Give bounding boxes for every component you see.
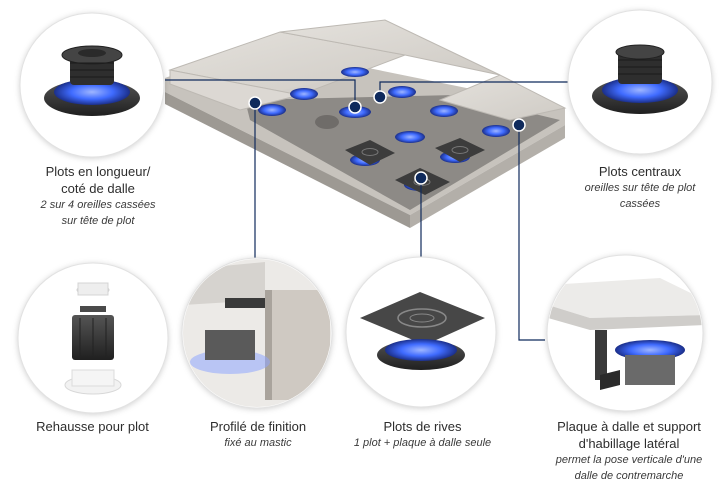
label-plots-longueur-sub1: 2 sur 4 oreilles cassées bbox=[40, 199, 156, 211]
circle-profile bbox=[181, 257, 333, 409]
marker-longueur bbox=[348, 100, 362, 114]
label-rehausse: Rehausse pour plot bbox=[10, 418, 175, 435]
label-plots-centraux: Plots centraux oreilles sur tête de plot… bbox=[565, 163, 715, 212]
label-plaque-sub2: dalle de contremarche bbox=[574, 470, 684, 482]
marker-centraux bbox=[373, 90, 387, 104]
callout-markers bbox=[248, 90, 526, 185]
line-plaque bbox=[518, 125, 545, 341]
line-longueur-top bbox=[165, 79, 356, 107]
label-plots-centraux-title: Plots centraux bbox=[598, 164, 682, 179]
marker-profile bbox=[248, 96, 262, 110]
label-plots-longueur-title1: Plots en longueur/ bbox=[45, 164, 151, 179]
label-profile-sub: fixé au mastic bbox=[224, 437, 292, 449]
label-profile-title: Profilé de finition bbox=[209, 419, 307, 434]
circle-plaque bbox=[546, 254, 704, 412]
label-plaque-sub1: permet la pose verticale d'une bbox=[555, 454, 703, 466]
label-rives-title: Plots de rives bbox=[383, 419, 462, 434]
circle-rives bbox=[345, 256, 497, 408]
label-plaque-title1: Plaque à dalle et support bbox=[557, 419, 701, 434]
label-plots-longueur-title2: coté de dalle bbox=[61, 181, 135, 196]
label-rehausse-title: Rehausse pour plot bbox=[36, 419, 149, 434]
circle-plots-centraux bbox=[567, 9, 713, 155]
label-rives: Plots de rives 1 plot + plaque à dalle s… bbox=[340, 418, 505, 451]
label-rives-sub: 1 plot + plaque à dalle seule bbox=[353, 437, 492, 449]
label-plaque-title2: d'habillage latéral bbox=[578, 436, 680, 451]
circle-rehausse bbox=[17, 262, 169, 414]
label-plots-longueur: Plots en longueur/ coté de dalle 2 sur 4… bbox=[18, 163, 178, 229]
label-profile: Profilé de finition fixé au mastic bbox=[178, 418, 338, 451]
marker-rives bbox=[414, 171, 428, 185]
terrace-illustration bbox=[165, 19, 567, 228]
circle-plots-longueur bbox=[19, 12, 165, 158]
marker-plaque bbox=[512, 118, 526, 132]
label-plots-centraux-sub1: oreilles sur tête de plot bbox=[584, 182, 696, 194]
label-plots-longueur-sub2: sur tête de plot bbox=[61, 215, 135, 227]
label-plaque: Plaque à dalle et support d'habillage la… bbox=[538, 418, 720, 484]
terrace-pedestals bbox=[258, 67, 510, 195]
label-plots-centraux-sub2: cassées bbox=[619, 198, 661, 210]
